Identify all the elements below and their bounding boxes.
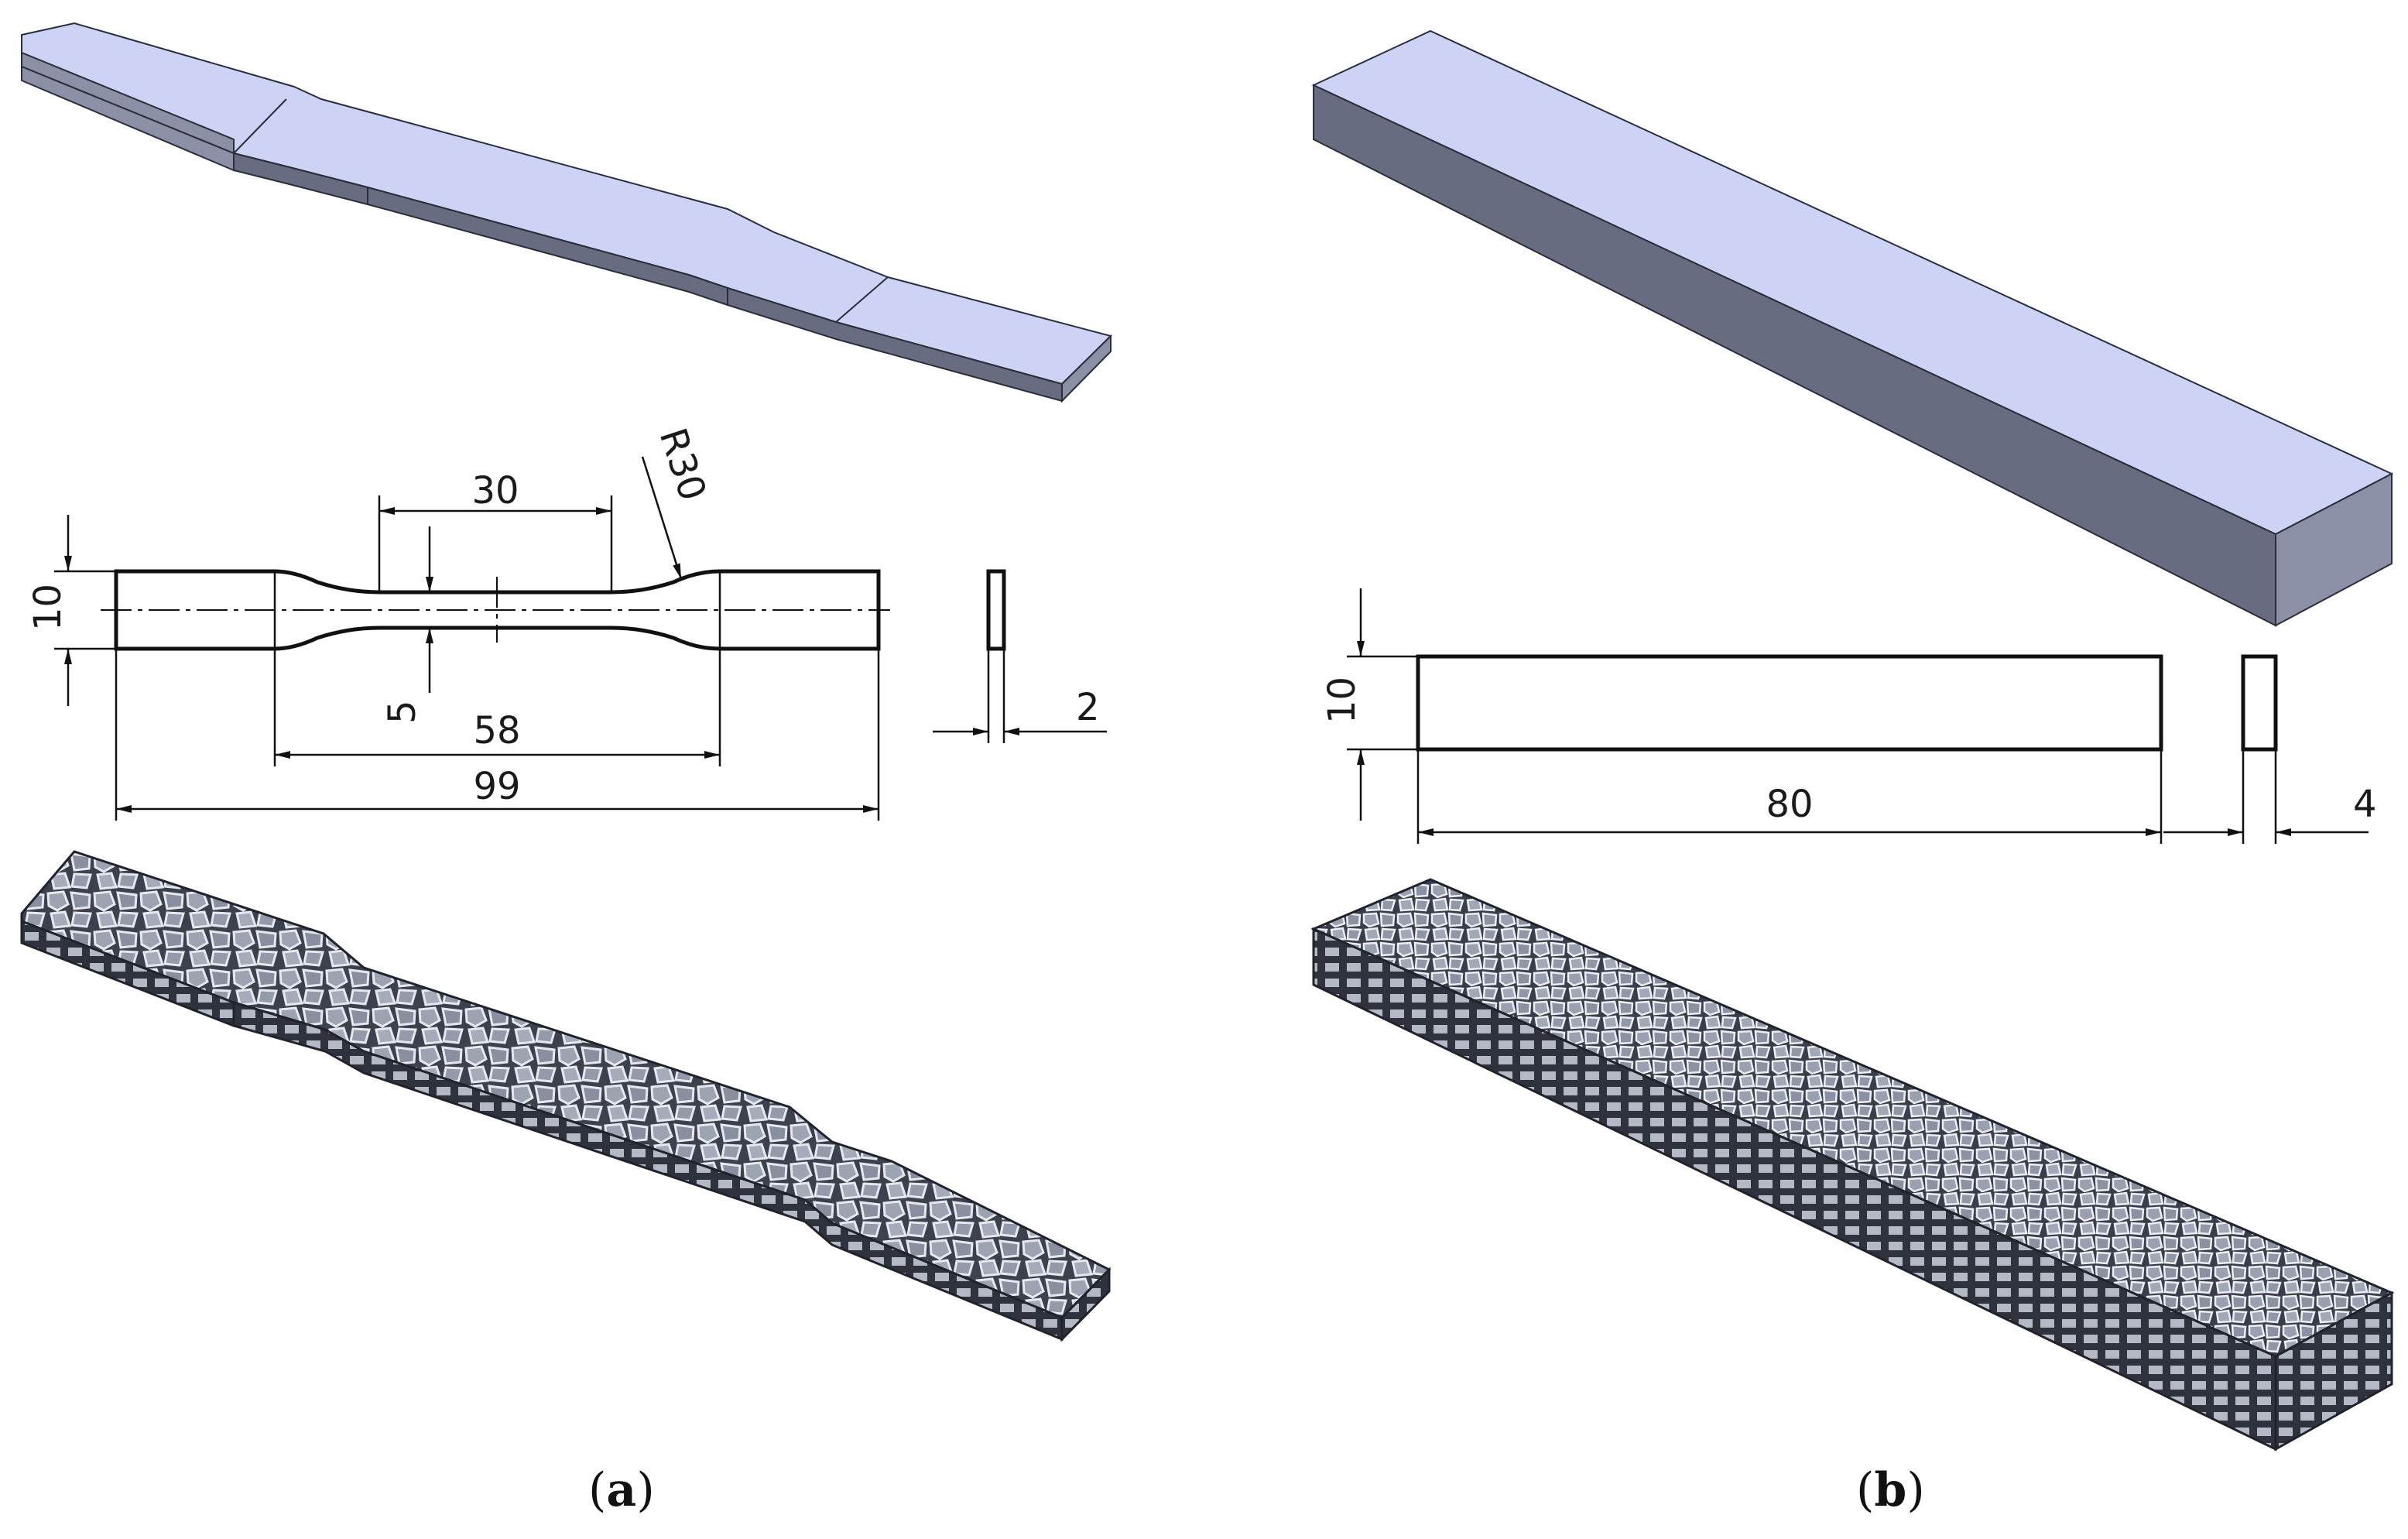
dim-height: 10	[1320, 677, 1364, 724]
dim-thickness-a: 2	[1076, 686, 1100, 729]
dim-radius: R30	[651, 423, 714, 506]
bar-drawing: 10 80 4	[1320, 588, 2377, 844]
dogbone-drawing: 30 R30 10 5 58 99	[26, 423, 1107, 821]
dogbone-top-face	[21, 22, 1112, 386]
dogbone-left-front	[21, 65, 235, 172]
dim-overall-length: 99	[473, 765, 520, 808]
dogbone-lattice-3d	[20, 850, 1112, 1342]
lattice-dogbone-top	[20, 850, 1112, 1319]
dim-gauge-width: 5	[381, 700, 424, 724]
dim-gauge-length: 30	[471, 469, 519, 512]
dim-parallel-length: 58	[473, 709, 520, 752]
caption-a: (a)	[588, 1463, 655, 1517]
dim-length: 80	[1766, 783, 1813, 826]
bar-outline	[1416, 654, 2163, 752]
dogbone-solid-3d	[21, 22, 1112, 403]
dim-thickness-b: 4	[2353, 783, 2377, 826]
bar-side-view	[2241, 654, 2278, 752]
caption-b: (b)	[1856, 1463, 1925, 1517]
panel-b: 10 80 4 (b)	[1310, 29, 2395, 1517]
dogbone-right-end	[1061, 334, 1112, 403]
bar-end-face	[2275, 472, 2393, 627]
panel-a: 30 R30 10 5 58 99	[20, 22, 1112, 1517]
bar-top-face	[1311, 29, 2394, 536]
dogbone-side-view	[986, 569, 1006, 651]
lattice-bar-top	[1310, 878, 2395, 1358]
bar-solid-3d	[1311, 29, 2394, 627]
dim-grip-width: 10	[26, 584, 70, 631]
lattice-dogbone-side	[232, 1000, 1064, 1342]
bar-lattice-3d	[1310, 878, 2395, 1452]
